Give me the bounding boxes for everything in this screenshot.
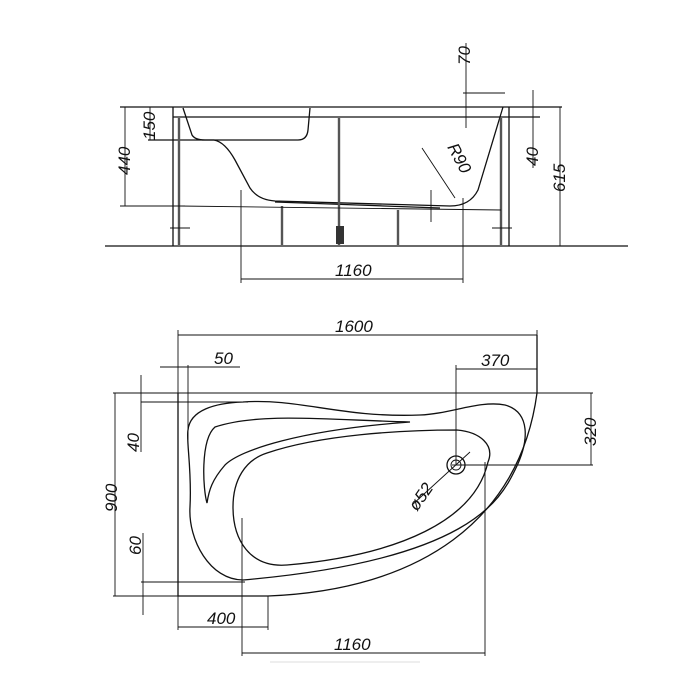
tub-floor — [274, 201, 441, 209]
headrest-wing — [203, 417, 411, 504]
dim-40: 40 — [523, 147, 542, 166]
dim-1160-side: 1160 — [335, 261, 372, 280]
dim-440: 440 — [115, 146, 134, 175]
support-legs — [170, 118, 512, 245]
dim-r90: R90 — [443, 140, 475, 177]
side-view: 440 150 70 40 615 R90 1160 — [105, 43, 628, 283]
dim-40-top: 40 — [124, 433, 143, 452]
dim-370: 370 — [481, 351, 510, 370]
dim-70: 70 — [455, 46, 474, 65]
dim-150: 150 — [140, 111, 159, 140]
basin-outline — [232, 429, 491, 566]
dim-400: 400 — [207, 609, 236, 628]
dim-1160-top: 1160 — [334, 635, 371, 654]
outer-outline — [177, 335, 538, 597]
dim-d52: ø52 — [405, 479, 438, 514]
tub-body — [148, 106, 504, 207]
seat-step — [182, 107, 311, 141]
dim-615: 615 — [550, 163, 569, 192]
dim-50: 50 — [214, 349, 233, 368]
rim-outline — [186, 400, 526, 581]
top-view: ø52 1600 50 370 40 900 60 400 1160 320 — [102, 317, 600, 663]
dim-1600: 1600 — [335, 317, 373, 336]
dim-900: 900 — [102, 483, 121, 512]
dim-320: 320 — [581, 417, 600, 446]
dim-60: 60 — [126, 536, 145, 555]
